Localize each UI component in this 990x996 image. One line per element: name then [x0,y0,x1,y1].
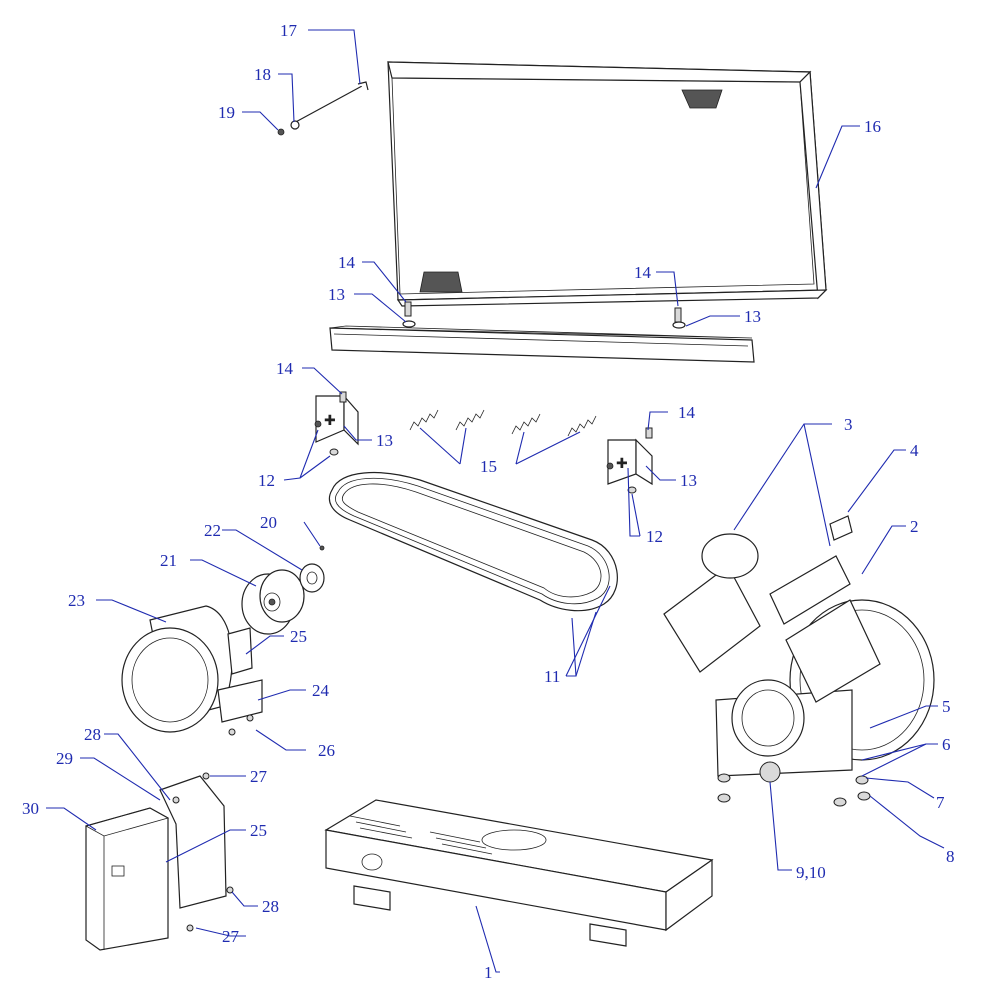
belt-guard-tray [329,325,755,363]
callout-16: 16 [864,117,881,136]
callout-1: 1 [484,963,493,982]
callout-13-bracket-right: 13 [680,471,697,490]
callout-13-upper-right: 13 [744,307,761,326]
belt-guard [387,61,828,307]
svg-text:✚: ✚ [616,457,628,472]
springs [409,409,597,437]
callout-20: 20 [260,513,277,532]
leader-lines [46,29,945,973]
mesh-patch-upper [681,89,723,109]
support-rod [277,81,369,136]
callout-28-lower: 28 [262,897,279,916]
pressure-switch-box [84,807,170,951]
callout-27-lower: 27 [222,927,240,946]
callout-13-upper-left: 13 [328,285,345,304]
callout-11: 11 [544,667,560,686]
callout-8: 8 [946,847,955,866]
callout-22: 22 [204,521,221,540]
callout-7: 7 [936,793,945,812]
callout-24: 24 [312,681,330,700]
callout-3: 3 [844,415,853,434]
callout-5: 5 [942,697,951,716]
tray-bolt-left [402,301,416,328]
callout-labels: 17 18 19 16 14 13 14 13 14 13 12 15 14 1… [22,21,955,982]
callout-27-upper: 27 [250,767,268,786]
callout-25-motor: 25 [290,627,307,646]
pulley-bushing [299,545,325,593]
base-plate [324,799,714,947]
callout-30: 30 [22,799,39,818]
callout-14-upper-left: 14 [338,253,356,272]
v-belts [328,472,618,612]
callout-14-bracket-right: 14 [678,403,696,422]
compressor-pump [663,515,935,807]
callout-29: 29 [56,749,73,768]
callout-23: 23 [68,591,85,610]
mounting-plate [159,772,234,932]
svg-text:✚: ✚ [324,414,336,429]
tray-bolt-right [672,307,686,329]
callout-6: 6 [942,735,951,754]
callout-28-upper: 28 [84,725,101,744]
callout-12-right: 12 [646,527,663,546]
motor-pulley [241,569,305,635]
bracket-left: ✚ [314,391,359,456]
callout-9-10: 9,10 [796,863,826,882]
callout-12-left: 12 [258,471,275,490]
callout-2: 2 [910,517,919,536]
callout-21: 21 [160,551,177,570]
callout-15: 15 [480,457,497,476]
mesh-patch-lower [419,271,463,293]
callout-14-bracket-left: 14 [276,359,294,378]
callout-13-bracket-left: 13 [376,431,393,450]
motor [121,605,263,736]
callout-18: 18 [254,65,271,84]
callout-14-upper-right: 14 [634,263,652,282]
callout-19: 19 [218,103,235,122]
callout-17: 17 [280,21,298,40]
callout-26: 26 [318,741,335,760]
callout-25-box: 25 [250,821,267,840]
callout-4: 4 [910,441,919,460]
bracket-right: ✚ [606,427,653,494]
